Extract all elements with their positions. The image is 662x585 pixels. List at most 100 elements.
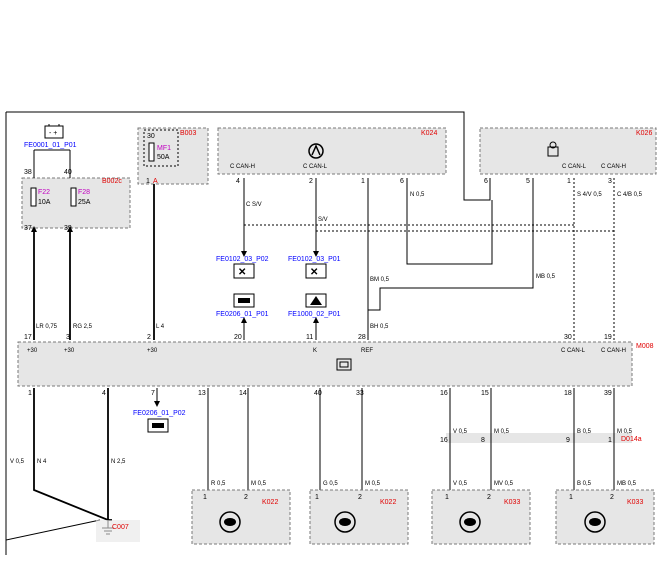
b003-pin-a: A [153,178,158,185]
svg-text:- +: - + [49,130,57,137]
k024-pin-1: 1 [361,178,365,185]
wire-sv: S/V [318,217,328,223]
b002c-pin-37: 37 [24,225,32,232]
wire-b05: B 0,5 [577,481,592,487]
fuse-mf1-rating: 50A [157,154,170,161]
wire-mb05b: MB 0,5 [617,481,637,487]
m008-label-k: K [313,348,317,354]
sensor-k022-a-pin-2: 2 [244,494,248,501]
m008-pin-4: 4 [102,390,106,397]
wire-m05b: M 0,5 [365,481,381,487]
abs-sensor-icon [334,511,356,533]
m008-pin-39: 39 [604,390,612,397]
fuse-f28-name: F28 [78,189,90,196]
k024-ref: K024 [421,130,437,137]
k026-label-can-l: C CAN-L [562,164,587,170]
b003-pin-1: 1 [146,178,150,185]
wire-bm05: BM 0,5 [370,277,390,283]
wire-v05c: V 0,5 [453,429,468,435]
m008-label-30b: +30 [64,348,75,354]
abs-sensor-icon [459,511,481,533]
fuse-f22-rating: 10A [38,199,51,206]
k024-pin-2: 2 [309,178,313,185]
k026-pin-6: 6 [484,178,488,185]
sensor-k033-b-pin-1: 1 [569,494,573,501]
battery-link[interactable]: FE0001_01_P01 [24,142,77,149]
m008-pin-3: 3 [66,334,70,341]
wire-n4: N 4 [37,459,47,465]
sensor-k022-b-pin-2: 2 [358,494,362,501]
m008-pin-2: 2 [147,334,151,341]
m008-label-can-h: C CAN-H [601,348,626,354]
d014a-pin-16: 16 [440,437,448,444]
fuse-mf1-name: MF1 [157,145,171,152]
m008-pin-1: 1 [28,390,32,397]
m008-pin-11: 11 [306,334,313,341]
sensor-k033-b [555,489,655,545]
wire-mv05: MV 0,5 [494,481,514,487]
link-fe0206-b[interactable]: FE0206_01_P02 [133,410,186,417]
d014a-pin-1: 1 [608,437,612,444]
k026-label-can-h: C CAN-H [601,164,626,170]
k024-module-icon [308,143,324,159]
wire-s4v05: S 4/V 0,5 [577,192,602,198]
wire-l4: L 4 [156,324,165,330]
wire-v05: V 0,5 [10,459,25,465]
wire-m05c: M 0,5 [494,429,510,435]
sensor-k022-a-ref: K022 [262,499,278,506]
m008-pin-16: 16 [440,390,448,397]
wire-csv: C S/V [246,202,262,208]
k024-pin-6: 6 [400,178,404,185]
sensor-k033-a-pin-2: 2 [487,494,491,501]
m008-pin-33: 33 [356,390,364,397]
b003-pin-30: 30 [147,133,155,140]
k026-pin-5: 5 [526,178,530,185]
fuse-f28-rating: 25A [78,199,91,206]
m008-pin-30: 30 [564,334,572,341]
d014a-pin-9: 9 [566,437,570,444]
m008-pin-7: 7 [151,390,155,397]
sensor-k022-b-ref: K022 [380,499,396,506]
wire-c4b05: C 4/B 0,5 [617,192,643,198]
abs-sensor-icon [584,511,606,533]
link-fe0102-a[interactable]: FE0102_03_P02 [216,256,269,263]
fuse-mf1-icon [148,142,155,162]
wire-bh05: BH 0,5 [370,324,389,330]
link-fe0206-a[interactable]: FE0206_01_P01 [216,311,269,318]
m008-pin-40: 40 [314,390,322,397]
m008-label-30a: +30 [27,348,38,354]
k024-label-can-h: C CAN-H [230,164,255,170]
m008-pin-20: 20 [234,334,242,341]
b003-ref: B003 [180,130,196,137]
wire-mb05: MB 0,5 [536,274,556,280]
wire-g05: G 0,5 [323,481,338,487]
sensor-k022-b [309,489,409,545]
wire-lr075: LR 0,75 [36,324,58,330]
sensor-k022-a [191,489,291,545]
m008-label-30c: +30 [147,348,158,354]
link-fe0102-b[interactable]: FE0102_03_P01 [288,256,341,263]
d014a-ref: D014a [621,436,642,443]
fuse-f28-icon [70,187,77,207]
connector-d014a [446,433,632,443]
m008-ref: M008 [636,343,654,350]
wire-b05c: B 0,5 [577,429,592,435]
k024-label-can-l: C CAN-L [303,164,328,170]
m008-pin-18: 18 [564,390,572,397]
ground-ref: C007 [112,524,129,531]
module-k026 [479,127,657,175]
fuse-f22-icon [30,187,37,207]
k024-pin-4: 4 [236,178,240,185]
wire-r05: R 0,5 [211,481,226,487]
module-k024 [217,127,447,175]
wire-m05d: M 0,5 [617,429,633,435]
abs-sensor-icon [219,511,241,533]
b002c-pin-39: 39 [64,225,72,232]
ecu-chip-icon [336,358,352,371]
wire-n25: N 2,5 [111,459,126,465]
svg-text:✕: ✕ [310,267,318,278]
m008-pin-15: 15 [481,390,489,397]
d014a-pin-8: 8 [481,437,485,444]
link-fe1000[interactable]: FE1000_02_P01 [288,311,341,318]
